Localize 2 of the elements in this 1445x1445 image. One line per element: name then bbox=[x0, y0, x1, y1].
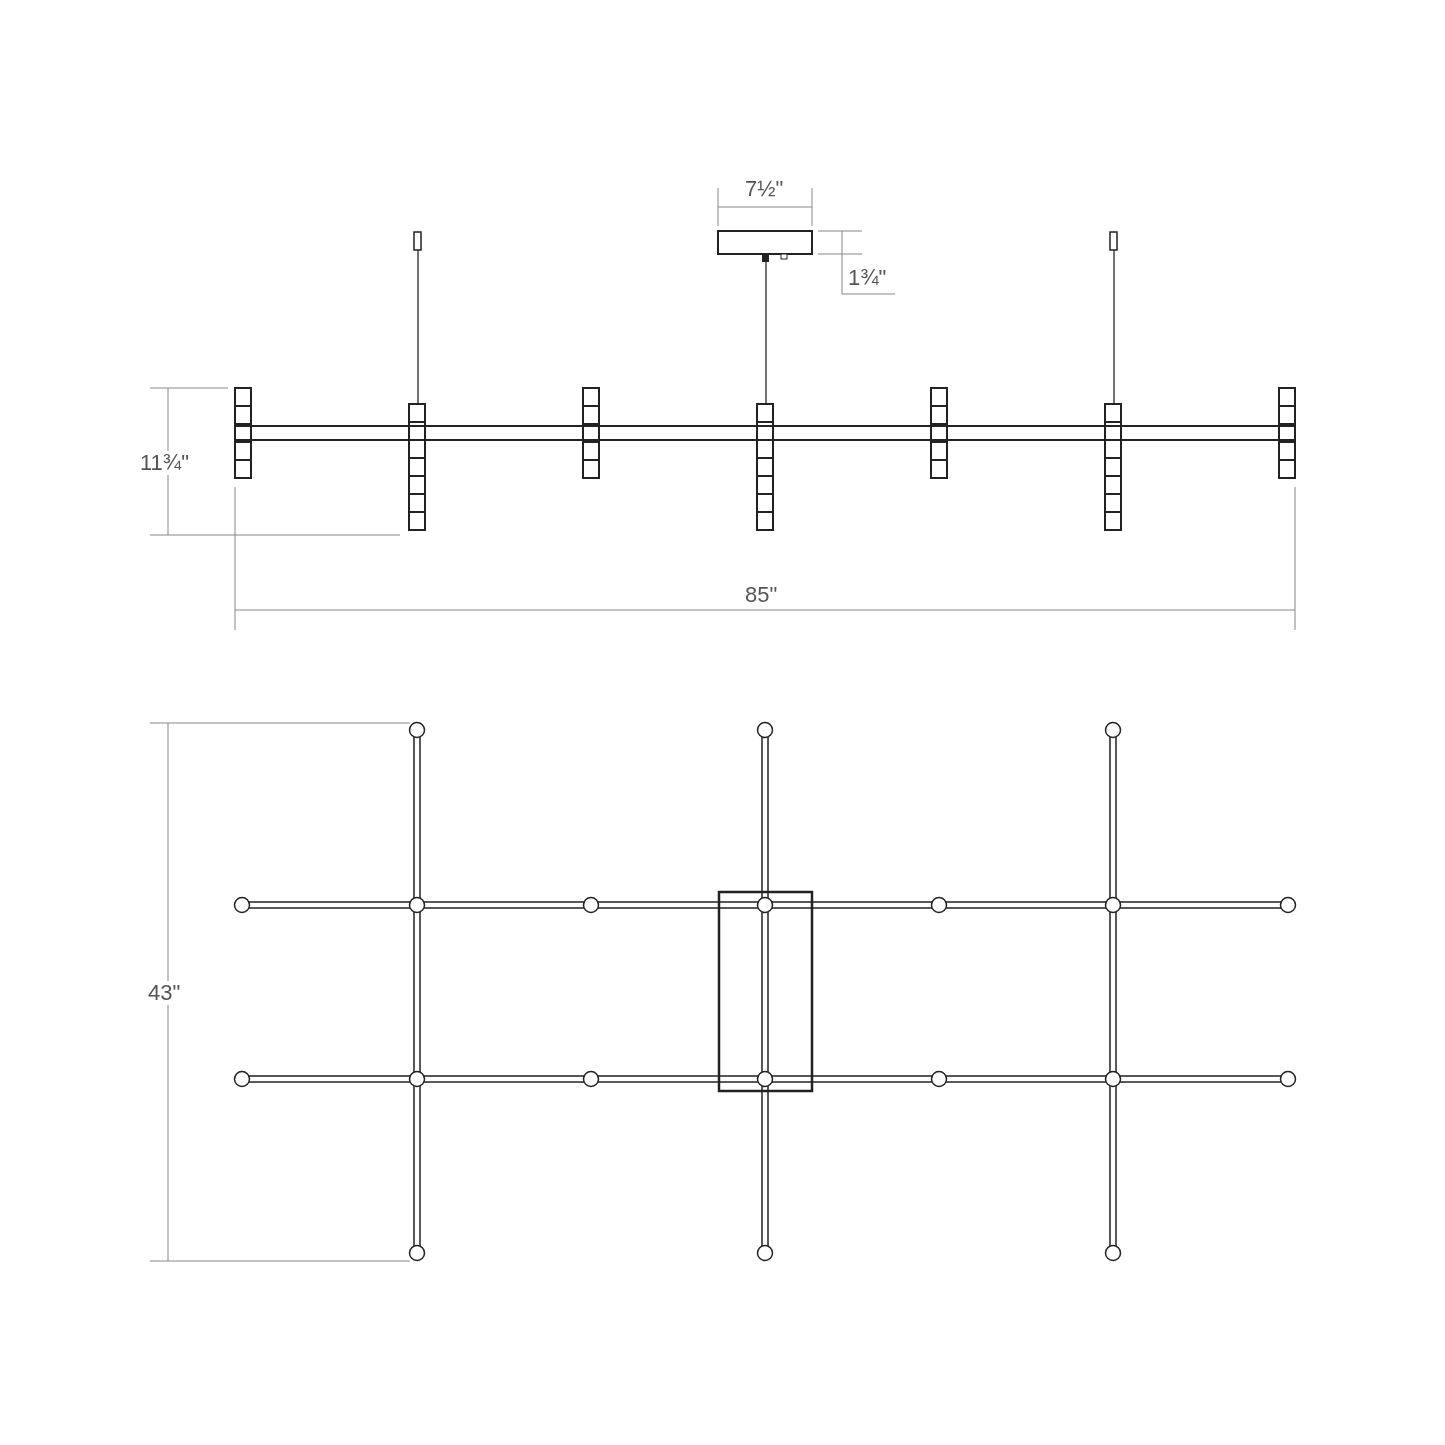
dimension-label: 11¾" bbox=[140, 451, 189, 475]
dimension-label: 43" bbox=[148, 981, 181, 1005]
